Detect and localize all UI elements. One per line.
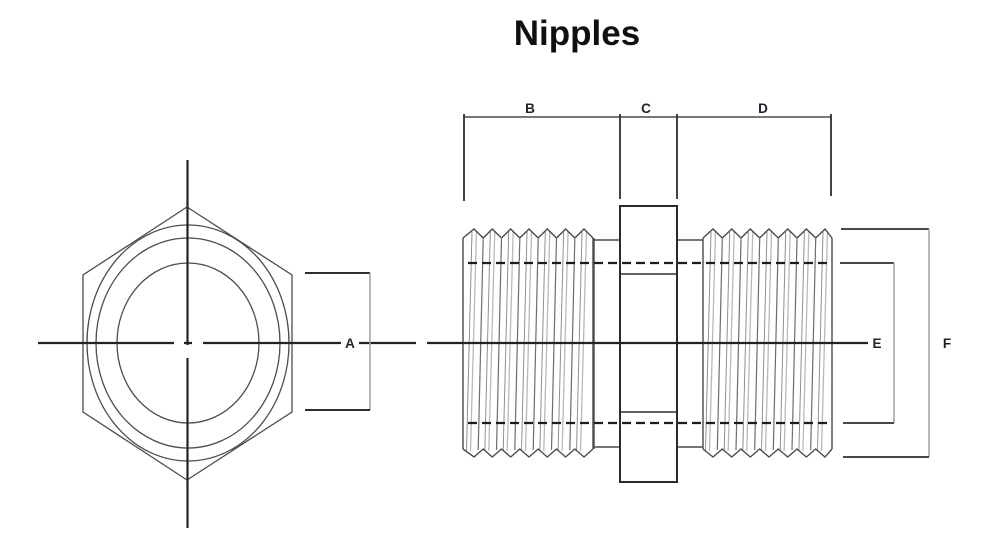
thread-crest-top bbox=[702, 227, 833, 239]
thread-root-line bbox=[495, 238, 503, 451]
thread-flank-line bbox=[506, 230, 514, 452]
thread-crest-bottom bbox=[702, 448, 833, 458]
thread-flank-line bbox=[817, 231, 824, 452]
thread-flank-line bbox=[742, 231, 749, 452]
dim-label-e: E bbox=[872, 336, 881, 351]
thread-crest-bottom bbox=[462, 448, 594, 458]
dim-label-a: A bbox=[345, 336, 355, 351]
thread-flank-line bbox=[727, 230, 735, 452]
page-title: Nipples bbox=[514, 14, 640, 53]
thread-flank-line bbox=[502, 231, 510, 452]
label-backing bbox=[341, 334, 359, 351]
thread-flank-line bbox=[708, 230, 717, 452]
dim-label-d: D bbox=[758, 101, 768, 116]
thread-flank-line bbox=[543, 230, 551, 452]
pitch-diameter-lines bbox=[468, 261, 831, 425]
dim-label-f: F bbox=[943, 336, 951, 351]
dimension-f: F bbox=[841, 228, 951, 458]
thread-root-line bbox=[477, 238, 484, 451]
thread-flank-line bbox=[521, 231, 528, 452]
dimension-a: A bbox=[305, 272, 371, 411]
thread-flank-line bbox=[488, 230, 496, 452]
dim-label-c: C bbox=[641, 101, 651, 116]
thread-root-line bbox=[569, 238, 576, 451]
thread-flank-line bbox=[524, 230, 533, 452]
thread-flank-line bbox=[802, 230, 810, 452]
thread-crest-top bbox=[462, 228, 594, 239]
thread-flank-line bbox=[579, 230, 588, 452]
thread-flank-line bbox=[561, 230, 569, 452]
thread-flank-line bbox=[798, 231, 805, 452]
thread-sections bbox=[462, 227, 833, 458]
dimension-e: E bbox=[840, 262, 895, 424]
label-backing bbox=[869, 336, 886, 351]
thread-root-line bbox=[514, 238, 521, 451]
thread-flank-line bbox=[469, 230, 478, 452]
thread-root-line bbox=[754, 238, 761, 451]
thread-root-line bbox=[791, 238, 798, 451]
dim-label-b: B bbox=[525, 101, 535, 116]
thread-flank-line bbox=[761, 231, 768, 452]
thread-root-line bbox=[735, 238, 742, 451]
thread-flank-line bbox=[779, 231, 787, 452]
thread-flank-line bbox=[820, 230, 829, 452]
thread-root-line bbox=[716, 238, 723, 451]
thread-flank-line bbox=[557, 231, 565, 452]
thread-root-line bbox=[772, 238, 779, 451]
right-cylinder bbox=[677, 239, 703, 448]
thread-flank-line bbox=[539, 231, 546, 452]
thread-flank-line bbox=[484, 231, 491, 452]
dimension-bcd: B C D bbox=[463, 101, 832, 201]
thread-flank-line bbox=[466, 231, 473, 452]
thread-flank-line bbox=[723, 231, 731, 452]
thread-flank-line bbox=[576, 231, 583, 452]
thread-section-right bbox=[702, 227, 833, 458]
thread-flank-line bbox=[705, 231, 712, 452]
thread-root-line bbox=[550, 238, 558, 451]
thread-flank-line bbox=[783, 230, 791, 452]
thread-root-line bbox=[532, 238, 539, 451]
thread-flank-line bbox=[746, 230, 754, 452]
thread-root-line bbox=[810, 238, 817, 451]
thread-flank-line bbox=[764, 230, 773, 452]
